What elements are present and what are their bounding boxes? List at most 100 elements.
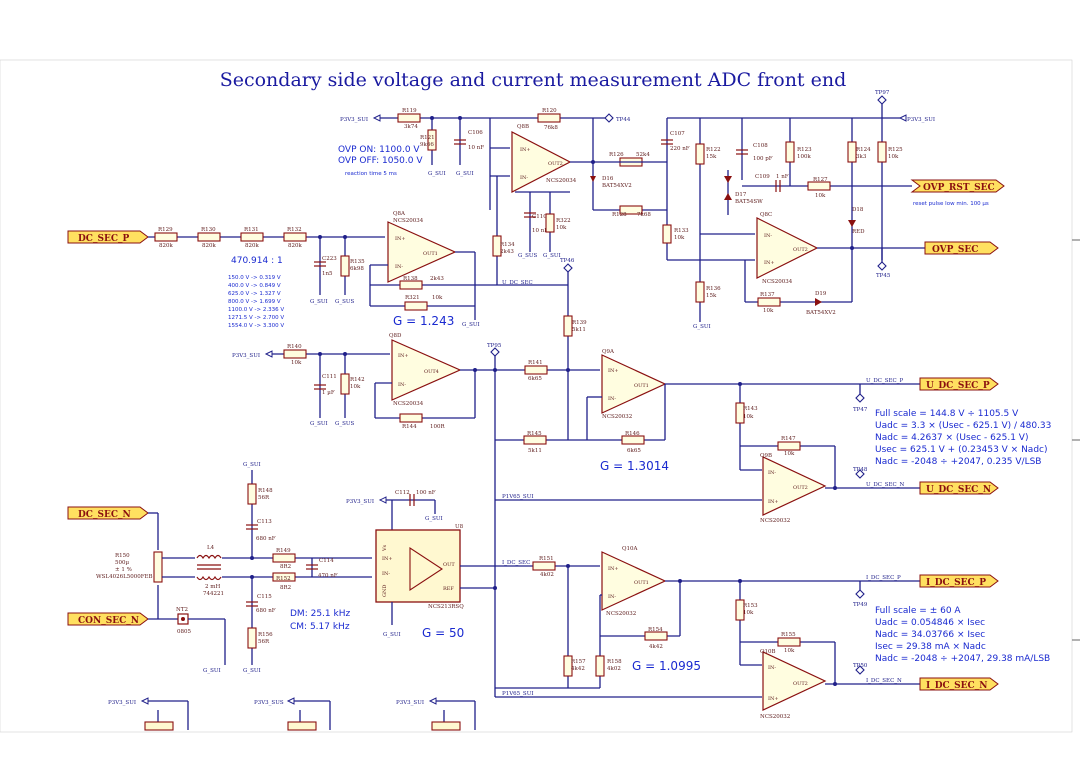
svg-text:DC_SEC_N: DC_SEC_N xyxy=(78,510,131,520)
svg-text:P3V3_SUI: P3V3_SUI xyxy=(907,117,935,123)
svg-text:220 nF: 220 nF xyxy=(670,146,690,152)
svg-text:R125: R125 xyxy=(888,147,903,153)
svg-text:10k: 10k xyxy=(763,308,774,314)
svg-text:OUT: OUT xyxy=(443,562,455,568)
svg-text:IN+: IN+ xyxy=(395,236,406,242)
svg-text:OVP_RST_SEC: OVP_RST_SEC xyxy=(923,183,995,193)
svg-text:9k66: 9k66 xyxy=(420,142,434,148)
svg-text:1 µF: 1 µF xyxy=(322,390,335,396)
divider-ratio: 470.914 : 1 xyxy=(231,256,283,266)
svg-text:NCS20034: NCS20034 xyxy=(393,401,424,407)
net-p3v3-ovp: P3V3_SUI xyxy=(340,117,368,123)
resistor-r148 xyxy=(247,483,257,505)
shunt-r150 xyxy=(153,551,163,583)
port-i-dc-sec-p xyxy=(919,574,999,588)
svg-text:I_DC_SEC_P: I_DC_SEC_P xyxy=(866,575,901,581)
svg-text:820k: 820k xyxy=(202,243,216,249)
svg-text:5k11: 5k11 xyxy=(528,448,542,454)
svg-text:NCS213RSQ: NCS213RSQ xyxy=(428,604,464,610)
svg-text:Vs: Vs xyxy=(382,544,388,552)
svg-text:REF: REF xyxy=(443,586,454,592)
svg-text:R143: R143 xyxy=(743,406,758,412)
svg-text:R152: R152 xyxy=(276,576,291,582)
svg-text:Q8C: Q8C xyxy=(760,212,772,218)
svg-text:10k: 10k xyxy=(815,193,826,199)
ovp-section: P3V3_SUI R119 3k74 R121 9k66 G_SUI C106 … xyxy=(338,90,1005,330)
svg-text:OVP_SEC: OVP_SEC xyxy=(932,245,978,255)
svg-text:R148: R148 xyxy=(258,488,273,494)
svg-text:C112: C112 xyxy=(395,490,410,496)
svg-text:2k43: 2k43 xyxy=(430,276,444,282)
ovp-off-note: OVP OFF: 1050.0 V xyxy=(338,156,423,166)
svg-text:3k3: 3k3 xyxy=(856,154,867,160)
svg-text:OUT2: OUT2 xyxy=(793,247,808,253)
svg-text:IN+: IN+ xyxy=(608,368,619,374)
svg-text:R154: R154 xyxy=(648,627,663,633)
svg-text:G_SUI: G_SUI xyxy=(693,324,711,330)
svg-text:NCS20034: NCS20034 xyxy=(762,279,793,285)
svg-text:Q9A: Q9A xyxy=(602,349,615,355)
svg-text:IN+: IN+ xyxy=(398,353,409,359)
svg-text:CM: 5.17 kHz: CM: 5.17 kHz xyxy=(290,622,350,632)
gain-label-1: G = 1.243 xyxy=(393,314,454,328)
svg-text:G_SUI: G_SUI xyxy=(456,171,474,177)
resistor-r121 xyxy=(427,129,437,151)
svg-text:IN-: IN- xyxy=(764,233,772,239)
ovp-on-note: OVP ON: 1100.0 V xyxy=(338,145,420,155)
svg-text:10 nF: 10 nF xyxy=(468,145,484,151)
svg-text:500µ: 500µ xyxy=(115,560,129,566)
svg-text:10k: 10k xyxy=(784,648,795,654)
svg-text:400.0 V -> 0.849 V: 400.0 V -> 0.849 V xyxy=(228,283,281,289)
svg-text:1554.0 V -> 3.300 V: 1554.0 V -> 3.300 V xyxy=(228,323,284,329)
svg-text:TP46: TP46 xyxy=(560,258,575,264)
svg-text:R150: R150 xyxy=(115,553,130,559)
port-dc-sec-p xyxy=(67,230,149,244)
svg-text:U_DC_SEC_N: U_DC_SEC_N xyxy=(866,482,904,488)
svg-text:CON_SEC_N: CON_SEC_N xyxy=(78,616,139,626)
svg-text:76k8: 76k8 xyxy=(544,125,558,131)
resistor-r138 xyxy=(399,280,423,290)
svg-text:DC_SEC_P: DC_SEC_P xyxy=(78,234,129,244)
svg-text:RED: RED xyxy=(852,229,865,235)
svg-text:10k: 10k xyxy=(743,610,754,616)
voltage-divider: DC_SEC_P R129 820k R130 820k R131 820k R… xyxy=(67,211,587,368)
port-dc-sec-n xyxy=(67,506,149,520)
svg-text:0805: 0805 xyxy=(177,629,191,635)
svg-text:D17: D17 xyxy=(735,192,747,198)
svg-text:C108: C108 xyxy=(753,143,768,149)
svg-text:R146: R146 xyxy=(625,431,640,437)
svg-text:7k68: 7k68 xyxy=(637,212,651,218)
svg-text:IN-: IN- xyxy=(608,396,616,402)
svg-text:R138: R138 xyxy=(403,276,418,282)
svg-text:L4: L4 xyxy=(207,545,215,551)
svg-text:G_SUI: G_SUI xyxy=(203,668,221,674)
opamp-q8b xyxy=(511,131,572,193)
svg-text:IN+: IN+ xyxy=(768,696,779,702)
svg-text:R121: R121 xyxy=(420,135,435,141)
resistor-r157 xyxy=(563,655,573,677)
svg-text:OUT1: OUT1 xyxy=(423,251,438,257)
svg-text:15k: 15k xyxy=(706,154,717,160)
resistor-r158 xyxy=(595,655,605,677)
svg-text:G_SUI: G_SUI xyxy=(310,421,328,427)
svg-text:10k: 10k xyxy=(743,414,754,420)
svg-text:OUT2: OUT2 xyxy=(793,485,808,491)
svg-text:P3V3_SUI: P3V3_SUI xyxy=(396,700,424,706)
svg-text:IN-: IN- xyxy=(398,382,406,388)
resistor-r151 xyxy=(532,561,556,571)
svg-text:R132: R132 xyxy=(287,227,302,233)
resistor-r133 xyxy=(662,224,672,244)
svg-text:Full scale = 144.8 V ÷ 1105.5: Full scale = 144.8 V ÷ 1105.5 V xyxy=(875,409,1019,419)
svg-text:D18: D18 xyxy=(852,207,864,213)
svg-text:U_DC_SEC_P: U_DC_SEC_P xyxy=(926,381,990,391)
svg-text:8R2: 8R2 xyxy=(280,564,291,570)
svg-text:Nadc = -2048 ÷ +2047, 29.38 mA: Nadc = -2048 ÷ +2047, 29.38 mA/LSB xyxy=(875,654,1050,664)
svg-text:IN+: IN+ xyxy=(382,556,393,562)
svg-text:G_SUI: G_SUI xyxy=(425,516,443,522)
svg-text:G_SUI: G_SUI xyxy=(462,322,480,328)
resistor-r136 xyxy=(695,281,705,303)
ic-u8 xyxy=(375,529,461,603)
resistor-r141 xyxy=(524,365,548,375)
svg-text:BAT54XV2: BAT54XV2 xyxy=(806,310,836,316)
svg-text:Q8B: Q8B xyxy=(517,124,529,130)
